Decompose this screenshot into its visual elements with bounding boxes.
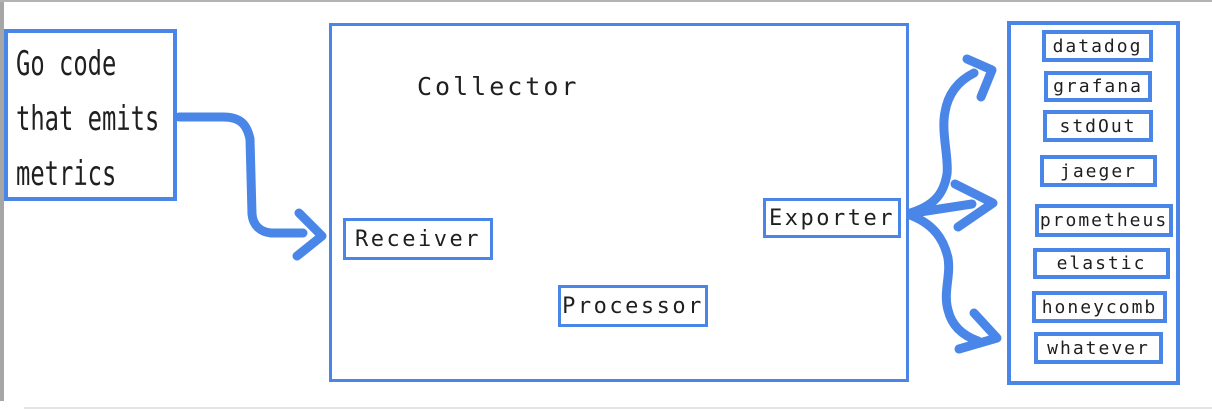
sink-label: grafana: [1053, 76, 1143, 97]
processor-node: Processor: [558, 285, 708, 327]
sink-node-grafana: grafana: [1044, 71, 1152, 102]
source-code-node: Go code that emits metrics: [4, 29, 177, 201]
sink-node-prometheus: prometheus: [1035, 204, 1173, 237]
sink-label: elastic: [1056, 253, 1147, 274]
sink-label: jaeger: [1059, 160, 1138, 182]
arrow-exporter-fanout-middle: [902, 179, 998, 232]
arrow-source-to-receiver: [174, 112, 327, 261]
collector-title: Collector: [417, 72, 580, 101]
sink-label: datadog: [1052, 35, 1143, 57]
window-top-edge: [0, 0, 1212, 2]
source-line-2: that emits: [16, 99, 160, 139]
window-bottom-edge: [24, 407, 1212, 409]
arrow-exporter-fanout-up: [902, 54, 997, 219]
window-left-edge: [0, 2, 4, 401]
sink-label: stdOut: [1059, 115, 1137, 137]
sink-node-stdout: stdOut: [1043, 110, 1153, 142]
sink-node-jaeger: jaeger: [1040, 155, 1157, 187]
source-line-3: metrics: [16, 154, 117, 194]
sink-label: prometheus: [1039, 210, 1169, 231]
sink-node-whatever: whatever: [1034, 332, 1163, 364]
exporter-label: Exporter: [769, 205, 895, 231]
sink-node-datadog: datadog: [1042, 30, 1153, 62]
exporter-node: Exporter: [763, 198, 901, 238]
arrow-exporter-fanout-down: [902, 209, 1002, 354]
sink-label: whatever: [1047, 337, 1150, 359]
source-line-1: Go code: [16, 44, 117, 84]
sink-label: honeycomb: [1041, 296, 1158, 318]
receiver-node: Receiver: [343, 218, 493, 260]
sink-node-elastic: elastic: [1033, 248, 1170, 279]
receiver-label: Receiver: [355, 226, 481, 252]
processor-label: Processor: [562, 293, 704, 319]
sink-node-honeycomb: honeycomb: [1032, 291, 1167, 323]
